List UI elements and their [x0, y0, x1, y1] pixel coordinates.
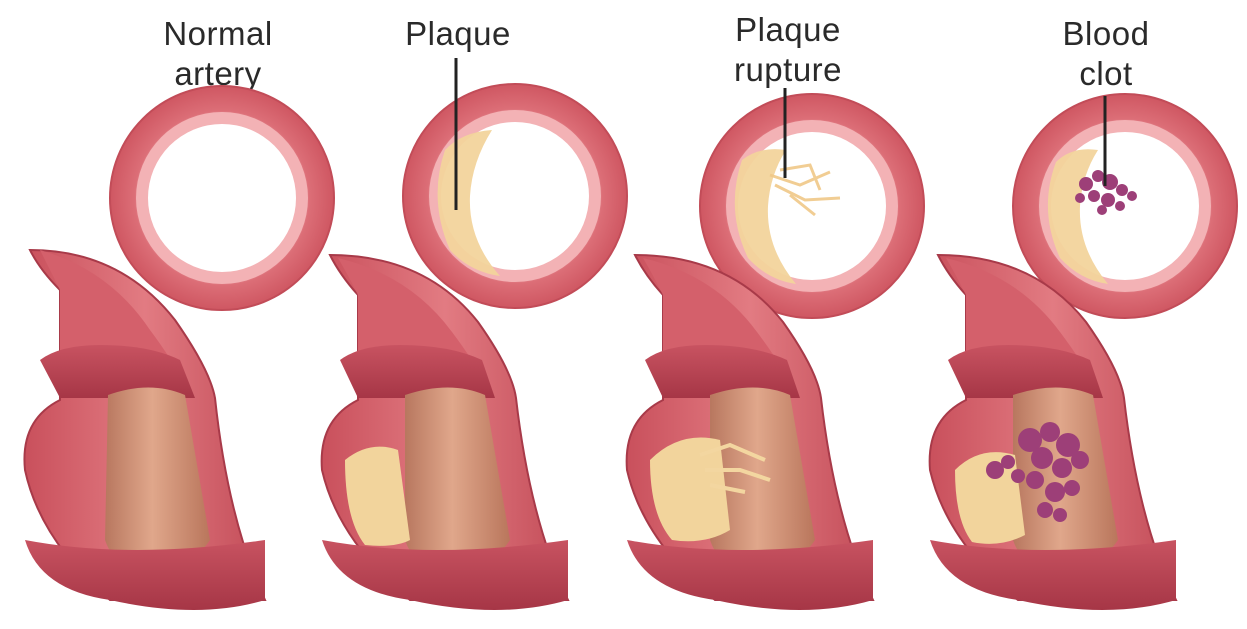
plaque-cross-section	[403, 84, 627, 308]
plaque-vessel-section	[322, 255, 568, 610]
normal-cross-section	[110, 86, 334, 310]
